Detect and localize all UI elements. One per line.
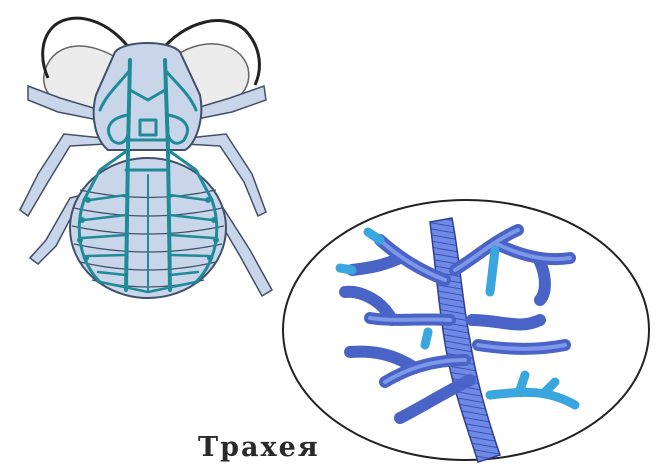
cockroach-illustration (20, 18, 272, 298)
trachea-label: Трахея (198, 432, 320, 463)
trachea-magnified-illustration (283, 200, 649, 462)
